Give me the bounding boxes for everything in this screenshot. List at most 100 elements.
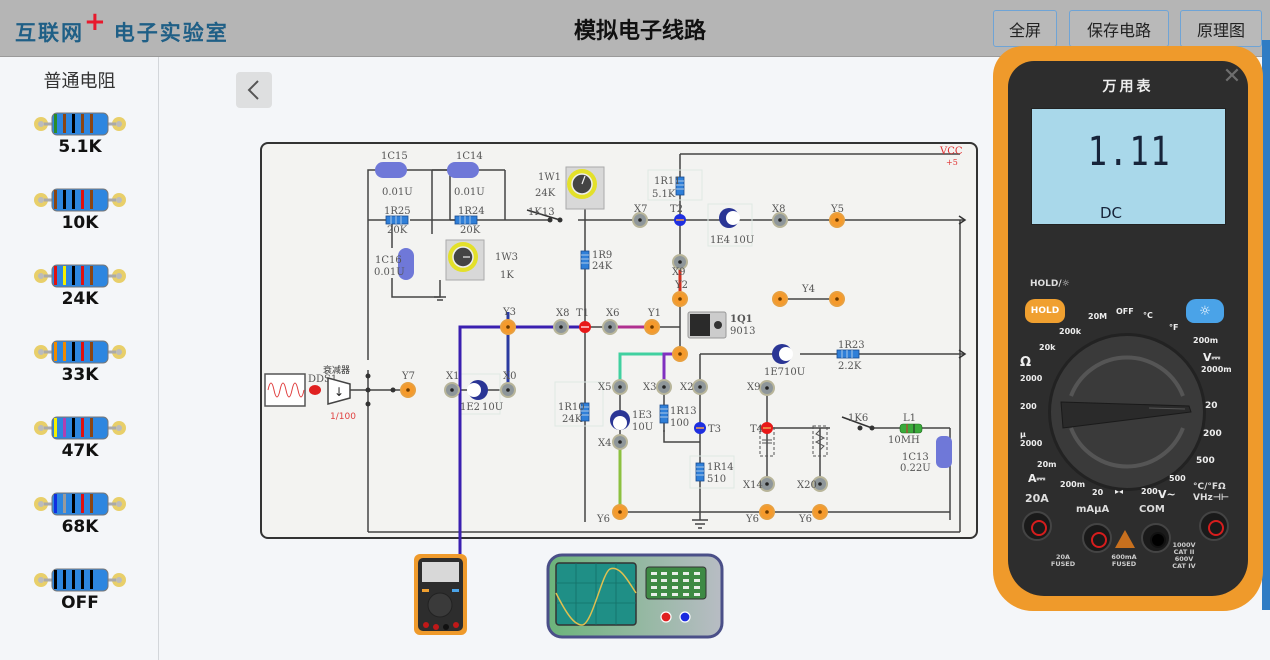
dial-label-200v-ac: 200 xyxy=(1141,487,1158,496)
r14-name: 1R14 xyxy=(707,462,734,473)
terminal-x9[interactable] xyxy=(759,380,775,396)
capacitor-1c16[interactable] xyxy=(398,248,414,280)
capacitor-1e3[interactable] xyxy=(610,410,630,430)
wire-x5-q1[interactable] xyxy=(618,352,680,387)
attenuator-ratio: 1/100 xyxy=(330,412,356,422)
w1-name: 1W1 xyxy=(538,172,561,183)
dial-label-20v: 20 xyxy=(1205,401,1218,411)
jack-label-vohm: °C/°FΩ VHz⊣⊢ xyxy=(1193,482,1230,503)
sidebar-title: 普通电阻 xyxy=(43,71,116,92)
hold-button[interactable]: HOLD xyxy=(1025,299,1065,323)
label-y1: Y1 xyxy=(647,308,661,319)
dds-label: DDS1 xyxy=(308,374,337,385)
save-circuit-button[interactable]: 保存电路 xyxy=(1069,10,1169,47)
terminal-y3[interactable] xyxy=(500,319,516,335)
c15-value: 0.01U xyxy=(382,187,413,198)
signal-generator[interactable] xyxy=(264,373,306,407)
testpoint-t4[interactable] xyxy=(761,422,773,434)
terminal-y1[interactable] xyxy=(644,319,660,335)
resistor-1r13[interactable] xyxy=(659,404,669,424)
resistor-value-label: 68K xyxy=(61,517,99,537)
c16-value: 0.01U xyxy=(374,267,405,278)
label-y2: Y2 xyxy=(674,280,688,291)
fullscreen-button[interactable]: 全屏 xyxy=(993,10,1057,47)
r10-name: 1R10 xyxy=(558,402,585,413)
resistor-item-68k[interactable]: 68K xyxy=(32,492,128,550)
transistor-1q1[interactable] xyxy=(687,311,727,339)
terminal-x3[interactable] xyxy=(656,379,672,395)
w3-name: 1W3 xyxy=(495,252,518,263)
schematic-button[interactable]: 原理图 xyxy=(1180,10,1262,47)
resistor-socket[interactable] xyxy=(812,425,828,457)
capacitor-1e4[interactable] xyxy=(719,208,740,228)
resistor-item-10k[interactable]: 10K xyxy=(32,188,128,246)
terminal-x5[interactable] xyxy=(612,379,628,395)
terminal-y6-a[interactable] xyxy=(612,504,628,520)
terminal-y6-c[interactable] xyxy=(812,504,828,520)
wire-probe-multimeter[interactable] xyxy=(458,325,585,542)
resistor-item-33k[interactable]: 33K xyxy=(32,340,128,398)
dds-output-terminal[interactable] xyxy=(309,385,321,395)
potentiometer-1w1[interactable] xyxy=(565,166,605,210)
k13-name: 1K13 xyxy=(528,207,555,218)
terminal-x6[interactable] xyxy=(602,319,618,335)
multimeter-panel: ✕ 万用表 1.11 DC HOLD/☼ HOLD ☼ 20M OFF °C °… xyxy=(993,46,1263,611)
scrollbar[interactable] xyxy=(1262,40,1270,610)
header-bar: 互联网 + 电子实验室 模拟电子线路 全屏 保存电路 原理图 xyxy=(0,0,1270,57)
testpoint-t3[interactable] xyxy=(694,422,706,434)
terminal-q1-emitter[interactable] xyxy=(672,346,688,362)
capacitor-1c15[interactable] xyxy=(375,162,407,178)
e2-name: 1E2 xyxy=(460,402,480,413)
capacitor-1c14[interactable] xyxy=(447,162,479,178)
terminal-x4[interactable] xyxy=(612,434,628,450)
r11-value: 5.1K xyxy=(652,189,676,200)
terminal-y2[interactable] xyxy=(672,291,688,307)
jack-vohm[interactable] xyxy=(1199,511,1229,541)
range-selector-dial[interactable] xyxy=(1048,333,1206,491)
multimeter-tool[interactable] xyxy=(413,553,468,636)
attenuator[interactable]: ↓ xyxy=(327,377,351,405)
label-x3: X3 xyxy=(643,382,656,393)
resistor-color-band xyxy=(90,418,93,437)
resistor-color-band xyxy=(81,494,84,513)
resistor-color-band xyxy=(63,342,66,361)
resistor-1r14[interactable] xyxy=(695,462,705,482)
label-x8b: X8 xyxy=(556,308,569,319)
switch-1k13[interactable] xyxy=(526,209,563,223)
resistor-item-24k[interactable]: 24K xyxy=(32,264,128,322)
label-x6: X6 xyxy=(606,308,619,319)
capacitor-1e2[interactable] xyxy=(467,380,488,400)
backlight-button[interactable]: ☼ xyxy=(1186,299,1224,323)
back-button[interactable] xyxy=(236,72,272,108)
multimeter-display: 1.11 DC xyxy=(1031,108,1226,225)
jack-note-com: 1000V CAT II 600V CAT IV xyxy=(1172,541,1196,570)
resistor-1r25[interactable] xyxy=(385,215,409,225)
resistor-item-off[interactable]: OFF xyxy=(32,568,128,626)
terminal-y4-right[interactable] xyxy=(829,291,845,307)
oscilloscope-tool[interactable] xyxy=(546,553,724,639)
jack-20a[interactable] xyxy=(1022,511,1052,541)
jack-com[interactable] xyxy=(1141,523,1171,553)
terminal-x1[interactable] xyxy=(444,382,460,398)
terminal-x2[interactable] xyxy=(692,379,708,395)
potentiometer-1w3[interactable] xyxy=(445,239,485,281)
switch-1k6[interactable] xyxy=(841,416,875,431)
resistor-1r23[interactable] xyxy=(836,349,860,359)
resistor-item-47k[interactable]: 47K xyxy=(32,416,128,474)
capacitor-1c13[interactable] xyxy=(936,436,952,468)
resistor-1r9[interactable] xyxy=(580,250,590,270)
terminal-y4-left[interactable] xyxy=(772,291,788,307)
testpoint-t2[interactable] xyxy=(674,214,686,226)
capacitor-1e7[interactable] xyxy=(772,344,793,364)
resistor-item-5.1k[interactable]: 5.1K xyxy=(32,112,128,170)
terminal-x8b[interactable] xyxy=(553,319,569,335)
terminal-x0[interactable] xyxy=(500,382,516,398)
terminal-y7[interactable] xyxy=(400,382,416,398)
jack-ma[interactable] xyxy=(1082,523,1112,553)
close-icon[interactable]: ✕ xyxy=(1222,64,1242,89)
resistor-1r24[interactable] xyxy=(454,215,478,225)
terminal-y6-b[interactable] xyxy=(759,504,775,520)
testpoint-t1[interactable] xyxy=(579,321,591,333)
label-x5: X5 xyxy=(598,382,611,393)
inductor-l1[interactable] xyxy=(899,423,923,434)
